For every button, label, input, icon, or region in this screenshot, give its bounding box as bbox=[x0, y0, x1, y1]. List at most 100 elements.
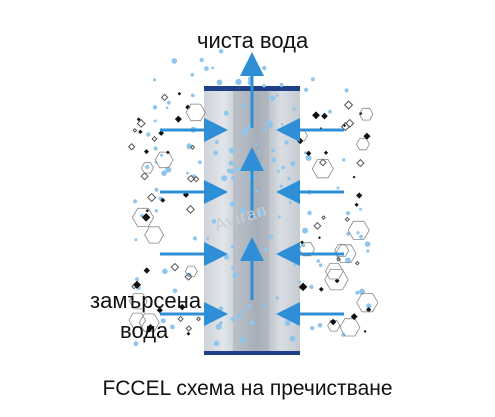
contaminant-hexagon bbox=[327, 319, 341, 332]
water-dot bbox=[153, 119, 157, 123]
water-dot bbox=[255, 189, 259, 193]
water-dot bbox=[171, 58, 178, 64]
contaminant-diamond bbox=[336, 256, 342, 262]
water-dot bbox=[154, 187, 159, 192]
dirty-water-label-line1: замърсена bbox=[90, 288, 202, 313]
water-dot bbox=[302, 227, 309, 234]
water-dot bbox=[276, 169, 280, 173]
water-dot bbox=[161, 170, 167, 176]
contaminant-diamond bbox=[366, 307, 372, 313]
water-dot bbox=[146, 132, 151, 137]
contaminant-diamond bbox=[132, 280, 142, 289]
water-dot bbox=[204, 66, 209, 71]
contaminant-hexagon bbox=[129, 293, 148, 310]
contaminant-diamond bbox=[127, 142, 136, 151]
water-dot bbox=[211, 66, 215, 70]
water-dot bbox=[152, 105, 158, 110]
contaminant-hexagon bbox=[311, 159, 334, 179]
contaminant-hexagon bbox=[355, 138, 370, 151]
water-dot bbox=[278, 215, 281, 219]
contaminant-diamond bbox=[145, 209, 149, 213]
water-dot bbox=[198, 160, 202, 165]
contaminant-diamond bbox=[141, 213, 151, 222]
water-dot bbox=[318, 263, 323, 268]
contaminant-hexagon bbox=[358, 107, 374, 121]
water-dot bbox=[292, 107, 296, 111]
water-dot bbox=[345, 257, 351, 264]
contaminant-diamond bbox=[363, 132, 371, 140]
contaminant-diamond bbox=[186, 331, 191, 336]
contaminant-diamond bbox=[185, 325, 193, 332]
filter-core bbox=[233, 88, 269, 353]
clean-water-dots bbox=[132, 49, 372, 347]
water-dot bbox=[263, 127, 267, 131]
water-dot bbox=[229, 147, 235, 154]
water-dot bbox=[153, 146, 158, 151]
water-dot bbox=[356, 231, 360, 235]
water-dot bbox=[218, 49, 224, 54]
contaminant-hexagon bbox=[347, 220, 370, 240]
water-dot bbox=[215, 323, 222, 330]
water-dot bbox=[275, 94, 279, 97]
contaminant-diamond bbox=[160, 197, 166, 203]
water-dot bbox=[267, 323, 271, 327]
contaminant-diamond bbox=[356, 158, 365, 168]
contaminant-diamond bbox=[143, 267, 150, 274]
water-dot bbox=[281, 165, 286, 170]
contaminant-diamond bbox=[350, 313, 358, 321]
contaminant-hexagon bbox=[138, 313, 160, 332]
contaminant-diamond bbox=[343, 124, 347, 128]
water-dot bbox=[240, 206, 247, 213]
contaminant-diamond bbox=[318, 236, 321, 240]
water-dot bbox=[241, 130, 247, 136]
water-dot bbox=[366, 249, 370, 253]
water-dot bbox=[172, 288, 178, 294]
water-dot bbox=[293, 263, 297, 267]
water-dot bbox=[235, 78, 242, 85]
contaminant-diamond bbox=[151, 135, 158, 142]
water-dot bbox=[230, 317, 236, 322]
water-dot bbox=[145, 164, 150, 170]
water-dot bbox=[279, 83, 284, 87]
contaminant-hexagon bbox=[154, 151, 174, 169]
water-dot bbox=[232, 272, 239, 278]
contaminant-hexagon bbox=[128, 312, 146, 328]
contaminant-diamond bbox=[300, 240, 304, 245]
contaminant-hexagon bbox=[324, 263, 344, 280]
water-dot bbox=[270, 95, 276, 101]
diagram-caption: FCCEL схема на пречистване bbox=[102, 377, 393, 400]
contaminant-diamond bbox=[312, 111, 320, 120]
water-dot bbox=[224, 254, 230, 260]
water-dot bbox=[336, 186, 340, 190]
water-dot bbox=[241, 309, 245, 313]
water-dot bbox=[134, 277, 140, 282]
contaminant-diamond bbox=[318, 286, 324, 292]
water-dot bbox=[243, 246, 249, 252]
water-dot bbox=[166, 100, 171, 105]
water-dot bbox=[288, 201, 292, 204]
contaminant-diamond bbox=[298, 282, 308, 292]
water-dot bbox=[289, 335, 296, 342]
water-dot bbox=[134, 238, 138, 242]
contaminant-diamond bbox=[189, 144, 196, 150]
water-dot bbox=[280, 123, 284, 126]
inflow-arrows-right bbox=[276, 118, 344, 326]
water-dot bbox=[271, 148, 275, 153]
water-dot bbox=[154, 209, 158, 213]
contaminant-diamond bbox=[178, 303, 186, 311]
contaminant-diamond bbox=[352, 175, 356, 179]
water-dot bbox=[213, 340, 220, 347]
water-dot bbox=[211, 219, 217, 224]
water-dot bbox=[165, 106, 169, 109]
water-dot bbox=[229, 168, 235, 174]
water-dot bbox=[162, 268, 168, 275]
contaminant-hexagon bbox=[144, 226, 164, 244]
water-dot bbox=[262, 84, 266, 88]
water-dot bbox=[132, 199, 138, 204]
contaminant-diamond bbox=[319, 158, 327, 167]
water-dot bbox=[257, 150, 261, 153]
water-dot bbox=[231, 266, 235, 270]
contaminant-diamond bbox=[174, 115, 182, 123]
water-dot bbox=[310, 77, 315, 82]
